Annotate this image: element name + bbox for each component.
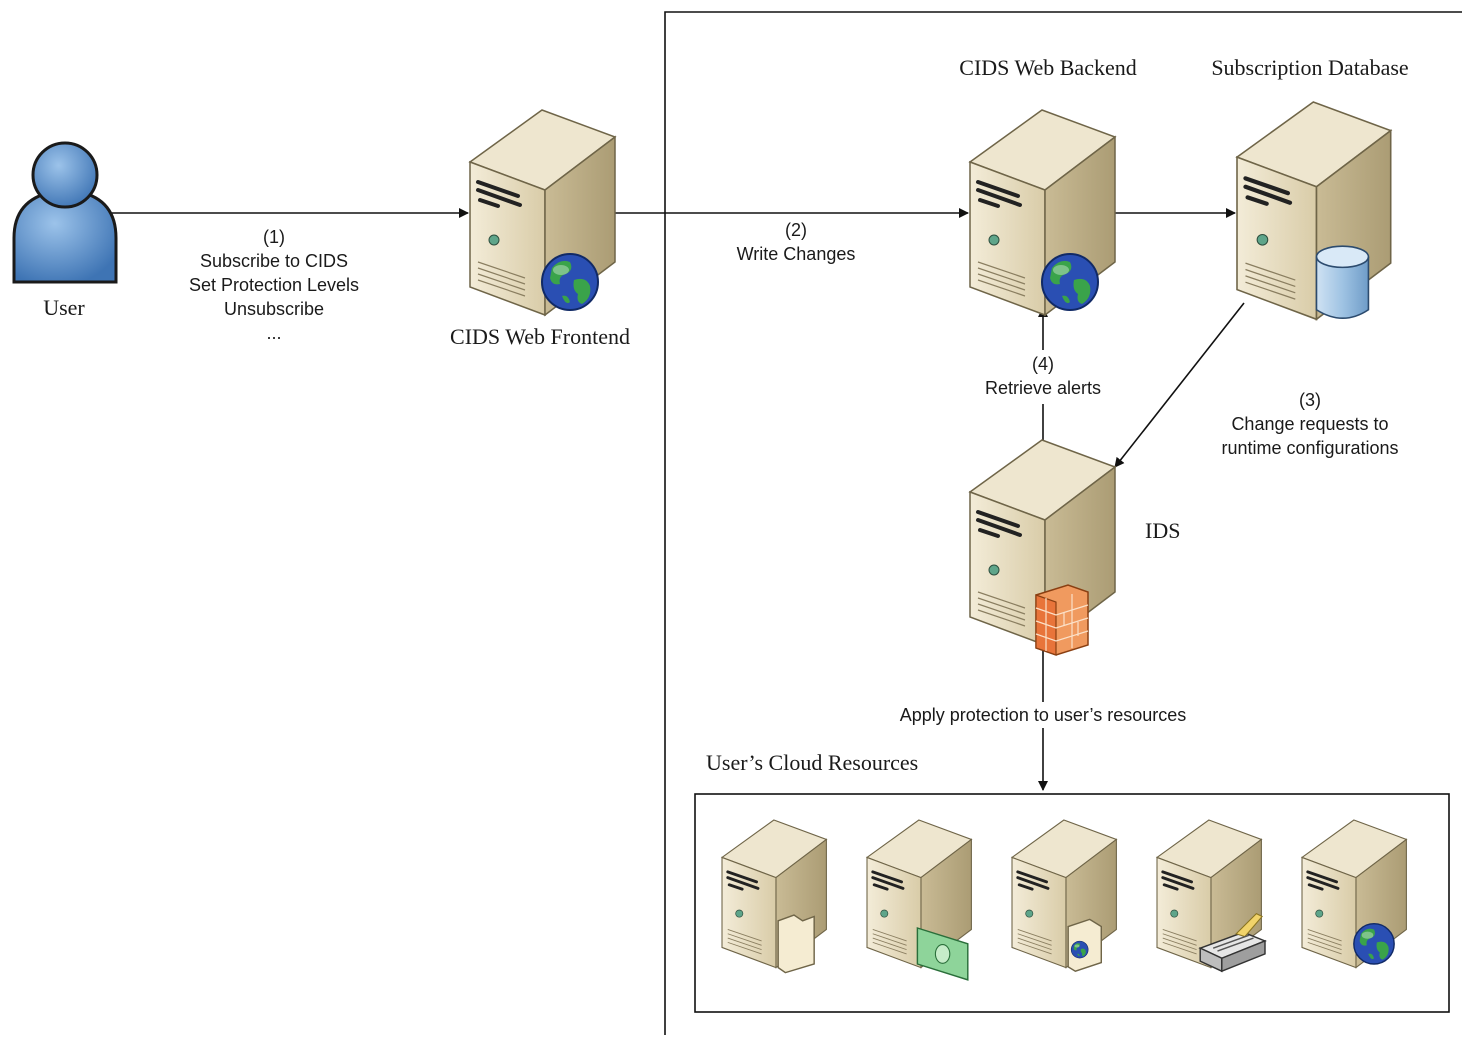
backend-label: CIDS Web Backend [959, 55, 1136, 80]
step2-label: (2) Write Changes [737, 220, 856, 264]
folder-icon [777, 914, 815, 974]
apply-label: Apply protection to user’s resources [876, 702, 1210, 728]
svg-text:Unsubscribe: Unsubscribe [224, 299, 324, 319]
svg-text:Write Changes: Write Changes [737, 244, 856, 264]
user-icon [12, 141, 118, 284]
svg-text:Subscribe to CIDS: Subscribe to CIDS [200, 251, 348, 271]
globe-icon [1353, 922, 1395, 965]
frontend-label: CIDS Web Frontend [450, 324, 630, 349]
svg-text:Apply protection to user’s res: Apply protection to user’s resources [900, 705, 1186, 725]
frontend-server-icon [468, 108, 617, 317]
database-cylinder-icon [1315, 245, 1370, 320]
resource-server-printer [1155, 818, 1267, 973]
svg-text:Retrieve alerts: Retrieve alerts [985, 378, 1101, 398]
step4-label: (4) Retrieve alerts [972, 350, 1114, 404]
database-label: Subscription Database [1211, 55, 1408, 80]
ids-server-icon [968, 438, 1117, 656]
svg-text:Change requests to: Change requests to [1231, 414, 1388, 434]
globe-icon [1041, 253, 1099, 311]
svg-text:(4): (4) [1032, 354, 1054, 374]
user-label: User [43, 295, 85, 320]
svg-text:(1): (1) [263, 227, 285, 247]
printer-icon [1198, 912, 1267, 973]
step3-label: (3) Change requests to runtime configura… [1221, 390, 1398, 458]
svg-text:runtime configurations: runtime configurations [1221, 438, 1398, 458]
backend-server-icon [968, 108, 1117, 317]
svg-text:Set Protection Levels: Set Protection Levels [189, 275, 359, 295]
money-icon [916, 927, 969, 981]
resource-server-folder [720, 818, 828, 974]
cloud-boundary [664, 11, 1462, 1035]
svg-text:...: ... [266, 323, 281, 343]
svg-text:(3): (3) [1299, 390, 1321, 410]
globe-icon [541, 253, 599, 311]
step1-label: (1) Subscribe to CIDS Set Protection Lev… [189, 227, 359, 343]
firewall-icon [1035, 584, 1089, 656]
resource-server-money [865, 818, 973, 981]
resource-server-globe-document [1010, 818, 1118, 972]
ids-label: IDS [1145, 518, 1180, 543]
svg-text:(2): (2) [785, 220, 807, 240]
arrow-database-to-ids [1114, 302, 1245, 468]
resources-box [694, 793, 1450, 1013]
resources-label: User’s Cloud Resources [706, 750, 918, 775]
resource-server-globe [1300, 818, 1408, 970]
globe-document-icon [1067, 918, 1102, 972]
database-server-icon [1237, 102, 1391, 319]
